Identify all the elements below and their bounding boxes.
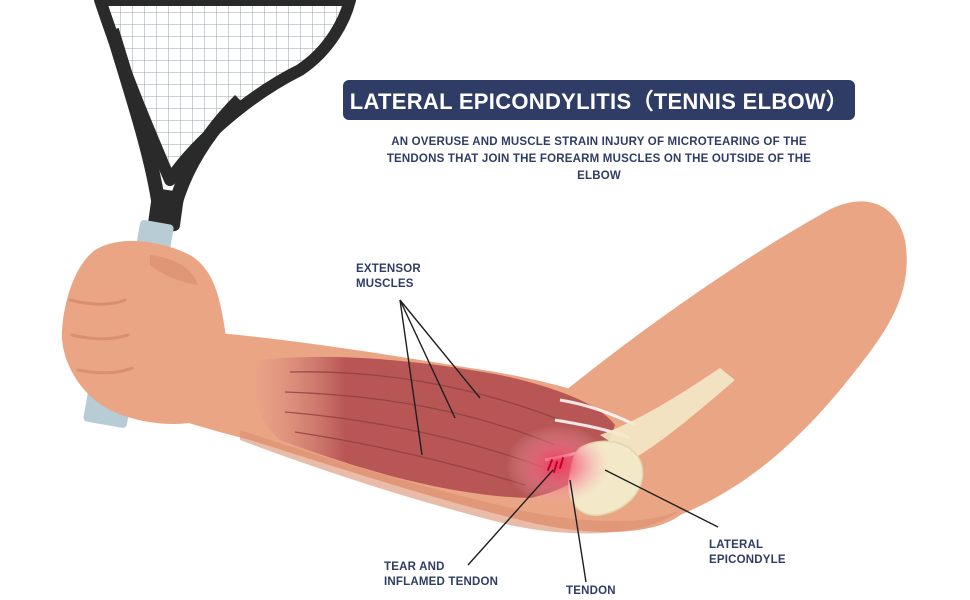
- humerus: [600, 368, 735, 458]
- inflammation-glow: [506, 425, 610, 505]
- inflammation-site: [506, 425, 610, 505]
- leader-tendon: [569, 479, 587, 583]
- subtitle: AN OVERUSE AND MUSCLE STRAIN INJURY OF M…: [386, 136, 812, 182]
- label-tendon: TENDON: [566, 585, 616, 597]
- fist: [61, 240, 227, 425]
- page-title: LATERAL EPICONDYLITIS（TENNIS ELBOW）: [343, 80, 855, 120]
- label-lateral-epicondyle: LATERAL EPICONDYLE: [709, 539, 786, 566]
- leader-tear: [467, 469, 554, 566]
- forearm-shadow: [240, 430, 680, 534]
- label-tear-inflamed-tendon: TEAR AND INFLAMED TENDON: [384, 561, 499, 588]
- leader-epicondyle: [604, 469, 719, 528]
- tennis-racket-icon: [83, 0, 356, 428]
- tear-marks: [547, 457, 564, 473]
- leader-extensor-2: [399, 299, 456, 419]
- label-extensor-muscles: EXTENSOR MUSCLES: [356, 263, 421, 290]
- leader-lines: [399, 299, 719, 583]
- fist-thumb: [150, 255, 198, 285]
- muscle-fiber-lines: [284, 371, 561, 486]
- racket-throat-left: [105, 27, 165, 202]
- racket-neck: [148, 188, 184, 232]
- leader-extensor-1: [399, 299, 481, 399]
- finger-creases: [68, 298, 134, 375]
- leader-extensor-3: [399, 299, 423, 456]
